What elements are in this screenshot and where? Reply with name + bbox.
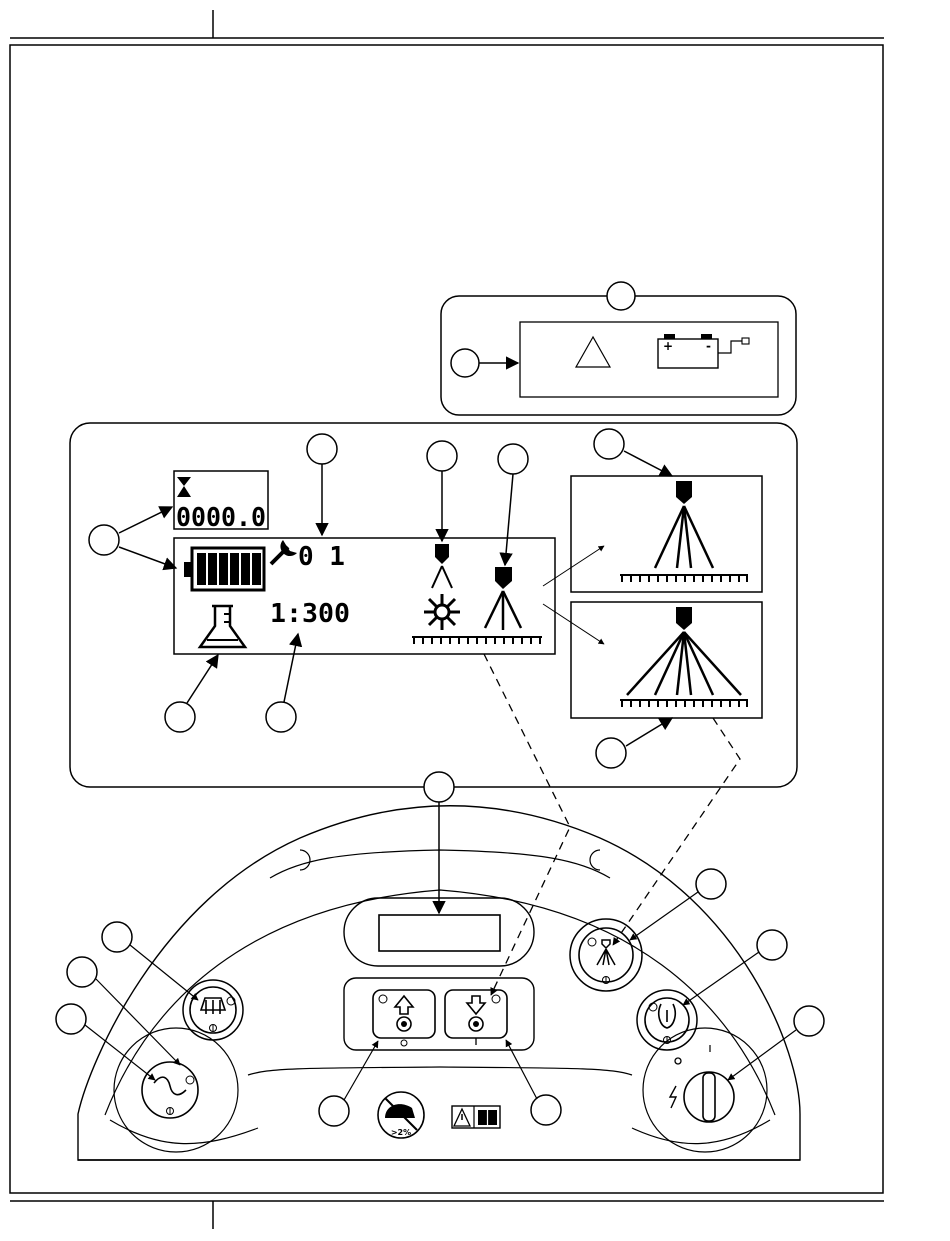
wash-brush-indicator: [186, 1076, 194, 1084]
callout-spray-button: [696, 869, 726, 899]
hourglass-icon: [177, 477, 191, 497]
callout-spray-nozzle-lower: [498, 444, 528, 474]
callout-chemical-icon: [165, 702, 195, 732]
display-window: [379, 915, 500, 951]
vacuum-fan-button[interactable]: [183, 980, 243, 1040]
vacuum-hood-icon: [201, 998, 225, 1014]
spray-indicator: [588, 938, 596, 946]
spray-button[interactable]: [570, 919, 642, 991]
spray-nozzle-clogged-icon: [424, 544, 460, 630]
dashed-leader-lower-button: [484, 654, 570, 995]
read-manual-warning-icon: [452, 1106, 500, 1128]
battery-negative-label: -: [706, 339, 711, 353]
wrench-icon: [271, 540, 297, 564]
callout-wide-pattern: [596, 738, 626, 768]
callout-left-mid-button: [67, 957, 97, 987]
callout-right-mid-button: [757, 930, 787, 960]
page-footer: [10, 1201, 884, 1229]
warning-triangle-icon: [576, 337, 610, 367]
dashed-leader-spray-button: [613, 718, 740, 945]
ground-scale-lcd: [412, 637, 542, 644]
callout-narrow-pattern: [594, 429, 624, 459]
chemical-flask-icon: [200, 606, 245, 647]
callout-battery-panel-top: [607, 282, 635, 310]
battery-warning-inset: + -: [441, 282, 796, 415]
lower-indicator-light: [492, 995, 500, 1003]
raise-arrow-icon: [395, 996, 413, 1014]
brush-wave-icon: [154, 1077, 186, 1095]
no-slope-warning-icon: >2%: [378, 1092, 424, 1138]
key-switch[interactable]: [684, 1072, 734, 1122]
lower-button[interactable]: [445, 990, 507, 1045]
lower-arrow-icon: [467, 996, 485, 1014]
hour-meter: 0000.0: [174, 471, 268, 533]
raise-button[interactable]: [373, 990, 435, 1046]
callout-mix-ratio: [266, 702, 296, 732]
battery-level-icon: [184, 548, 264, 590]
slope-warning-text: >2%: [391, 1128, 411, 1137]
callout-battery-panel-left: [451, 349, 479, 377]
mix-ratio-value: 1:300: [270, 599, 350, 629]
horn-button[interactable]: [637, 990, 697, 1050]
hand-icon: [659, 1004, 675, 1028]
narrow-spray-pattern-screen: [571, 476, 762, 592]
callout-hour-meter-battery: [89, 525, 119, 555]
battery-charge-icon: + -: [658, 334, 749, 368]
callout-display: [424, 772, 454, 802]
spray-nozzle-icon: [485, 567, 521, 630]
battery-warning-screen: [520, 322, 778, 397]
callout-fault-code: [307, 434, 337, 464]
wash-brush-button[interactable]: [142, 1062, 198, 1118]
callout-left-bottom-button: [56, 1004, 86, 1034]
battery-positive-label: +: [663, 339, 673, 353]
fault-code-value: 0 1: [298, 542, 345, 572]
status-indicator-light: [675, 1058, 681, 1064]
lcd-detail-panel: 0000.0 0 1 1:300: [70, 423, 797, 913]
lightning-icon: [670, 1086, 676, 1108]
callout-lower-button: [531, 1095, 561, 1125]
callout-spray-nozzle-upper: [427, 441, 457, 471]
raise-indicator-light: [379, 995, 387, 1003]
left-pod-outer: [114, 1028, 238, 1152]
spray-nozzle-panel-icon: [597, 940, 615, 965]
right-pod-outer: [643, 1028, 767, 1152]
hour-meter-value: 0000.0: [176, 503, 266, 533]
callout-left-top-button: [102, 922, 132, 952]
callout-raise-button: [319, 1096, 349, 1126]
page-header: [10, 10, 884, 38]
wide-spray-pattern-screen: [571, 602, 762, 718]
callout-key-switch: [794, 1006, 824, 1036]
